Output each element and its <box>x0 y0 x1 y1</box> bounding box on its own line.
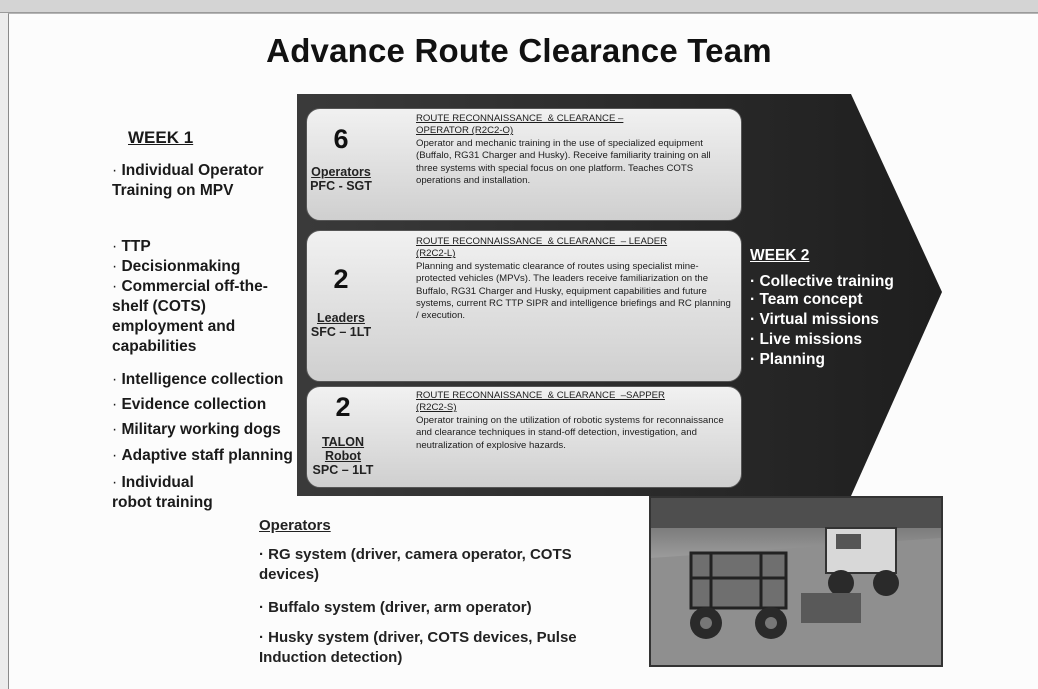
count-role: Leaders <box>317 311 365 325</box>
slide-title: Advance Route Clearance Team <box>266 32 772 69</box>
top-bar <box>0 0 1038 13</box>
course-count-operator: 6 Operators PFC - SGT <box>308 124 374 193</box>
course-count-sapper: 2 TALON Robot SPC – 1LT <box>308 392 378 477</box>
count-rank: SPC – 1LT <box>312 463 374 477</box>
course-count-leader: 2 Leaders SFC – 1LT <box>308 264 374 339</box>
count-rank: SFC – 1LT <box>310 325 372 339</box>
course-box-operator <box>306 108 742 221</box>
week1-item: · Adaptive staff planning <box>112 447 293 464</box>
course-heading: ROUTE RECONNAISSANCE & CLEARANCE –SAPPER… <box>416 390 665 414</box>
course-desc-leader: ROUTE RECONNAISSANCE & CLEARANCE – LEADE… <box>416 236 734 323</box>
course-heading: ROUTE RECONNAISSANCE & CLEARANCE – OPERA… <box>416 113 624 137</box>
course-box-leader <box>306 230 742 382</box>
week1-item: · Decisionmaking <box>112 258 241 275</box>
vehicles-photo <box>649 496 943 667</box>
week1-item: · Military working dogs <box>112 421 281 438</box>
week1-heading: WEEK 1 <box>128 128 194 147</box>
operators-heading: Operators <box>259 517 331 534</box>
week1-item: · TTP <box>112 238 151 255</box>
operator-item: · RG system (driver, camera operator, CO… <box>259 546 572 583</box>
course-box-sapper <box>306 386 742 488</box>
count-role: TALON Robot <box>321 435 365 463</box>
operator-item: · Husky system (driver, COTS devices, Pu… <box>259 629 577 666</box>
week1-item: · Commercial off-the- shelf (COTS) emplo… <box>112 278 268 355</box>
week1-item: · Intelligence collection <box>112 371 284 388</box>
course-heading: ROUTE RECONNAISSANCE & CLEARANCE – LEADE… <box>416 236 668 260</box>
course-text: Planning and systematic clearance of rou… <box>416 260 731 322</box>
count-number: 2 <box>335 392 351 422</box>
course-text: Operator and mechanic training in the us… <box>416 137 711 187</box>
course-desc-operator: ROUTE RECONNAISSANCE & CLEARANCE – OPERA… <box>416 113 734 187</box>
vehicles-photo-icon <box>651 498 941 665</box>
course-desc-sapper: ROUTE RECONNAISSANCE & CLEARANCE –SAPPER… <box>416 390 734 452</box>
count-role: Operators <box>311 165 371 179</box>
count-rank: PFC - SGT <box>310 179 372 193</box>
week2-item: · Team concept <box>750 291 863 308</box>
week2-item: · Collective training <box>750 273 894 290</box>
week2-item: · Virtual missions <box>750 311 879 328</box>
count-number: 2 <box>333 264 349 294</box>
count-number: 6 <box>333 124 349 154</box>
operator-item: · Buffalo system (driver, arm operator) <box>259 599 532 616</box>
week2-item: · Live missions <box>750 331 862 348</box>
course-text: Operator training on the utilization of … <box>416 414 724 451</box>
week2-item: · Planning <box>750 351 825 368</box>
week2-heading: WEEK 2 <box>750 247 810 264</box>
week1-item: · Individual Operator Training on MPV <box>112 162 264 199</box>
week1-item: · Evidence collection <box>112 396 267 413</box>
week1-item: · Individual robot training <box>112 474 213 511</box>
